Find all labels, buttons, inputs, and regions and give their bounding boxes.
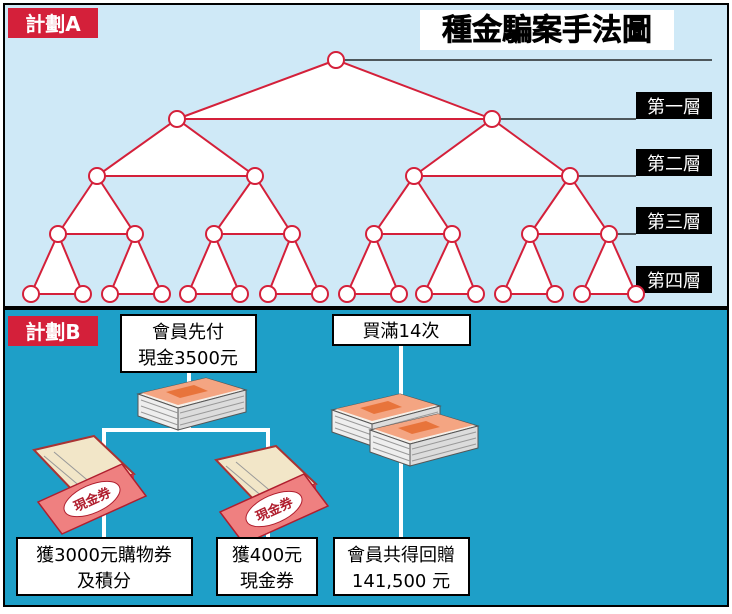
tree-triangle-3-7	[580, 231, 638, 295]
tree-triangle-0-0	[176, 58, 493, 120]
coupon-illustration-right: 現金券	[214, 444, 330, 545]
tree-node-2-2	[405, 167, 423, 185]
title-box	[420, 10, 674, 50]
plan-a-label: 計劃A	[25, 12, 81, 36]
tree-node-3-5	[443, 225, 461, 243]
tree-node-4-1	[74, 285, 92, 303]
tree-node-4-12	[494, 285, 512, 303]
tree-triangle-3-6	[501, 231, 557, 295]
tree-triangle-2-0	[56, 174, 137, 235]
tree-node-4-8	[338, 285, 356, 303]
tree-triangle-2-1	[212, 174, 294, 235]
tree-triangle-3-4	[345, 231, 401, 295]
tree-triangle-3-2	[186, 231, 242, 295]
tree-node-1-0	[168, 110, 186, 128]
tree-node-4-3	[153, 285, 171, 303]
tree-node-4-10	[415, 285, 433, 303]
cash-voucher-box-line2: 現金券	[240, 571, 294, 592]
tree-node-4-11	[467, 285, 485, 303]
pay-box	[120, 314, 257, 373]
tree-node-1-1	[483, 110, 501, 128]
tree-node-4-9	[390, 285, 408, 303]
tree-node-0-0	[327, 51, 345, 69]
tree-triangle-1-0	[93, 117, 259, 177]
tree-node-4-13	[546, 285, 564, 303]
pyramid-tree	[22, 51, 645, 303]
plan-b-label: 計劃B	[25, 320, 80, 344]
level-label-box-1	[636, 92, 712, 119]
pay-box-line2: 現金3500元	[138, 348, 238, 369]
tree-node-2-0	[88, 167, 106, 185]
level-label-3: 第三層	[647, 212, 701, 233]
voucher-box	[16, 537, 193, 596]
level-label-2: 第二層	[647, 154, 701, 175]
tree-node-3-4	[365, 225, 383, 243]
level-label-box-3	[636, 207, 712, 234]
tree-node-3-1	[126, 225, 144, 243]
buy-box-line1: 買滿14次	[363, 321, 440, 342]
level-label-box-4	[636, 266, 712, 293]
return-box	[333, 537, 470, 596]
tree-triangle-3-1	[108, 231, 164, 295]
tree-node-3-0	[49, 225, 67, 243]
level-label-box-2	[636, 149, 712, 176]
level-label-1: 第一層	[647, 97, 701, 118]
tree-triangle-2-2	[372, 174, 454, 235]
tree-node-3-2	[205, 225, 223, 243]
tree-node-3-3	[283, 225, 301, 243]
tree-triangle-3-5	[422, 231, 478, 295]
tree-node-4-4	[179, 285, 197, 303]
tree-node-4-0	[22, 285, 40, 303]
page-title: 種金騙案手法圖	[442, 13, 652, 48]
return-box-line2: 141,500 元	[352, 571, 450, 592]
pay-box-line1: 會員先付	[152, 322, 224, 343]
cash-voucher-box-line1: 獲400元	[232, 545, 302, 566]
plan-a-label-box	[8, 8, 98, 38]
tree-node-4-6	[259, 285, 277, 303]
plan-b-label-box	[8, 316, 98, 346]
tree-triangle-3-3	[266, 231, 322, 295]
tree-node-3-6	[521, 225, 539, 243]
return-box-line1: 會員共得回贈	[347, 545, 455, 566]
tree-node-2-3	[561, 167, 579, 185]
voucher-box-line1: 獲3000元購物券	[36, 545, 172, 566]
buy-box	[332, 314, 471, 346]
tree-node-4-15	[627, 285, 645, 303]
voucher-box-line2: 及積分	[77, 571, 131, 592]
level-label-4: 第四層	[647, 271, 701, 292]
tree-node-4-5	[231, 285, 249, 303]
coupon-illustration-left: 現金券	[32, 434, 148, 535]
tree-node-4-7	[311, 285, 329, 303]
tree-node-2-1	[246, 167, 264, 185]
tree-node-4-2	[101, 285, 119, 303]
tree-triangle-1-1	[410, 117, 574, 177]
tree-triangle-2-3	[528, 174, 611, 235]
tree-node-3-7	[600, 225, 618, 243]
cash-voucher-box	[216, 537, 318, 596]
tree-triangle-3-0	[29, 231, 85, 295]
tree-node-4-14	[573, 285, 591, 303]
